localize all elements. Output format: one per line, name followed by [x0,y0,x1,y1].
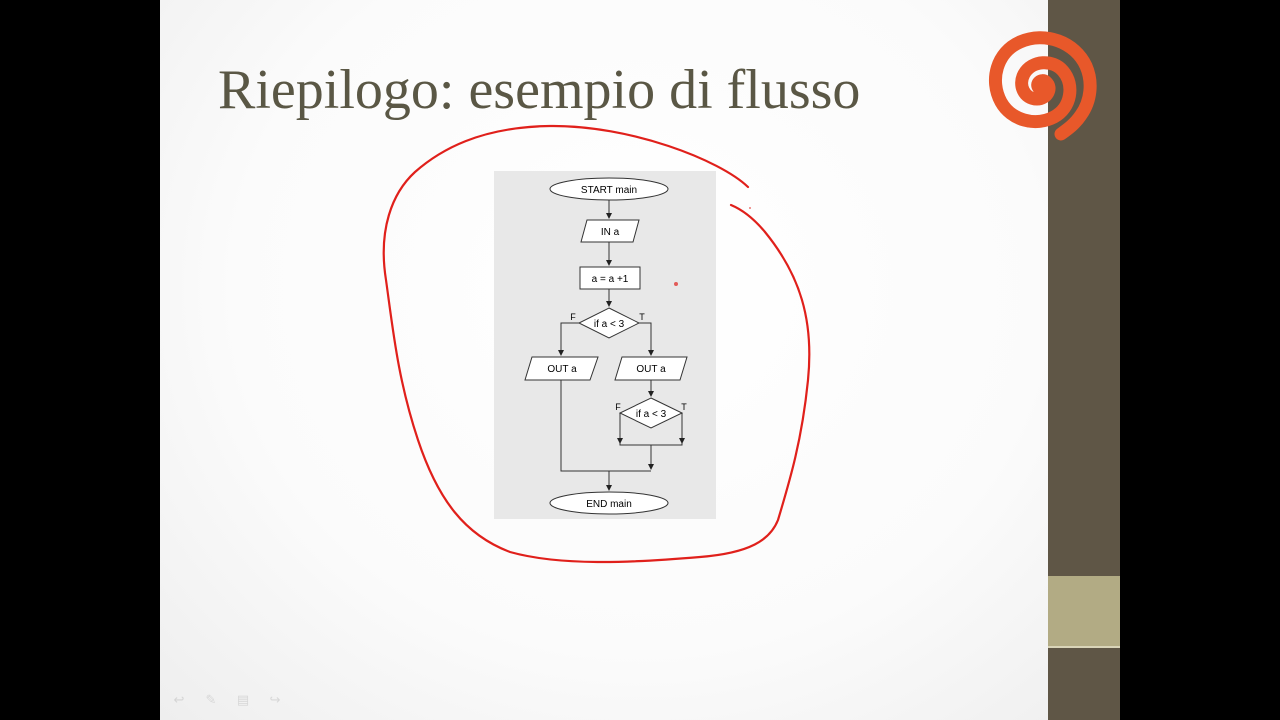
pen-icon[interactable]: ✎ [205,693,217,708]
flowchart-input-label: IN a [601,227,620,238]
slide: Riepilogo: esempio di flusso [160,0,1120,720]
decorative-stripe-accent [1048,576,1120,646]
flowchart-decision-label: if a < 3 [594,319,625,330]
back-arrow-icon[interactable]: ↩ [173,693,185,708]
flowchart-start-label: START main [581,185,637,196]
flowchart-false-label: F [615,402,621,412]
flowchart-output-label: OUT a [547,364,577,375]
decorative-stripe-divider [1048,646,1120,648]
flowchart-true-label: T [639,312,645,322]
spiral-logo-icon [988,31,1097,141]
forward-arrow-icon[interactable]: ↪ [269,693,281,708]
slideshow-controls: ↩ ✎ ▤ ↪ [170,694,284,708]
flowchart-decision-label: if a < 3 [636,409,667,420]
flowchart-end-label: END main [586,499,632,510]
flowchart-diagram: START main IN a a = a +1 if a < 3 F T OU… [524,177,688,515]
flowchart-image: START main IN a a = a +1 if a < 3 F T OU… [494,171,716,519]
flowchart-process-label: a = a +1 [592,274,629,285]
flowchart-true-label: T [681,402,687,412]
slide-title: Riepilogo: esempio di flusso [218,59,861,121]
menu-icon[interactable]: ▤ [236,693,250,708]
flowchart-false-label: F [570,312,576,322]
flowchart-output-label: OUT a [636,364,666,375]
